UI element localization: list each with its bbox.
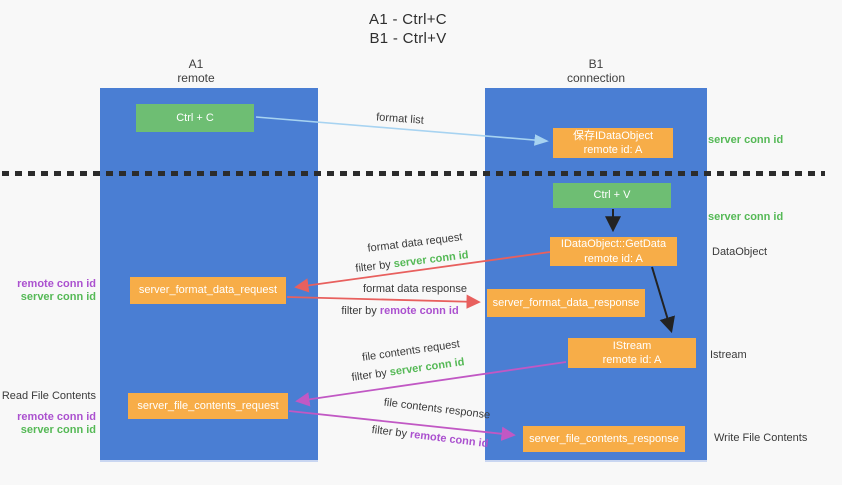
format-data-response-filter-label: filter by remote conn id [341, 305, 458, 317]
remote-conn-id-text: remote conn id [379, 305, 459, 317]
filter-by-text: filter by [371, 423, 408, 441]
server-conn-id-text: server conn id [389, 356, 466, 379]
ctrl-c-label: Ctrl + C [176, 111, 214, 124]
remote-conn-id-text: remote conn id [409, 428, 489, 451]
title-line-b1: B1 - Ctrl+V [369, 30, 447, 48]
getdata-line1: IDataObject::GetData [560, 238, 667, 251]
server-conn-id-annotation: server conn id [20, 423, 96, 436]
save-idataobject-box: 保存IDataObject remote id: A [553, 128, 673, 158]
format-data-response-arrow-label: format data response [363, 283, 467, 295]
ctrl-c-action-box: Ctrl + C [136, 104, 254, 132]
server-conn-id-annotation-top: server conn id [708, 134, 784, 146]
lifeline-b1-name: B1 [588, 57, 604, 71]
dataobject-annotation: DataObject [712, 246, 768, 258]
ctrl-v-label: Ctrl + V [593, 189, 631, 202]
format-response-label: server_format_data_response [492, 296, 640, 309]
istream-line1: IStream [612, 339, 652, 352]
lifeline-a1-role: remote [177, 71, 215, 86]
file-contents-response-arrow-label: file contents response [383, 396, 491, 422]
write-file-contents-annotation: Write File Contents [714, 432, 808, 444]
file-response-label: server_file_contents_response [529, 432, 679, 445]
format-request-conn-ids: remote conn id server conn id [0, 278, 96, 303]
file-contents-response-filter-label: filter by remote conn id [371, 424, 489, 450]
server-conn-id-annotation: server conn id [20, 290, 96, 303]
filter-by-text: filter by [350, 367, 388, 384]
remote-conn-id-annotation: remote conn id [17, 411, 96, 423]
getdata-line2: remote id: A [584, 252, 643, 265]
filter-by-text: filter by [341, 305, 377, 317]
read-file-contents-annotation: Read File Contents [1, 390, 96, 402]
dotted-divider-line [2, 171, 825, 176]
file-request-label: server_file_contents_request [137, 399, 279, 412]
ctrl-v-action-box: Ctrl + V [553, 183, 671, 208]
istream-line2: remote id: A [602, 354, 662, 366]
read-file-contents-annotation-wrap: Read File Contents [0, 390, 96, 403]
remote-conn-id-annotation: remote conn id [17, 278, 96, 290]
filter-by-text: filter by [354, 258, 392, 275]
save-idataobject-line1: 保存IDataObject [572, 129, 654, 142]
idataobject-getdata-box: IDataObject::GetData remote id: A [550, 237, 677, 266]
lifeline-a1-header: A1 remote [100, 57, 292, 85]
lifeline-b1-header: B1 connection [485, 57, 707, 85]
server-file-contents-response-box: server_file_contents_response [523, 426, 685, 452]
server-conn-id-text: server conn id [393, 249, 470, 271]
diagram-title: A1 - Ctrl+C B1 - Ctrl+V [288, 10, 528, 48]
lifeline-a1-name: A1 [188, 57, 204, 71]
server-format-data-request-box: server_format_data_request [130, 277, 286, 304]
file-request-conn-ids: remote conn id server conn id [0, 411, 96, 436]
server-conn-id-annotation-mid: server conn id [708, 211, 784, 223]
lifeline-b1-role: connection [566, 71, 626, 86]
istream-box: IStream remote id: A [568, 338, 696, 368]
format-request-label: server_format_data_request [138, 284, 278, 297]
server-file-contents-request-box: server_file_contents_request [128, 393, 288, 419]
format-list-arrow-label: format list [375, 111, 425, 127]
save-idataobject-line2: remote id: A [583, 144, 643, 156]
server-format-data-response-box: server_format_data_response [487, 289, 645, 317]
title-line-a1: A1 - Ctrl+C [369, 11, 447, 28]
istream-annotation: Istream [710, 349, 747, 361]
